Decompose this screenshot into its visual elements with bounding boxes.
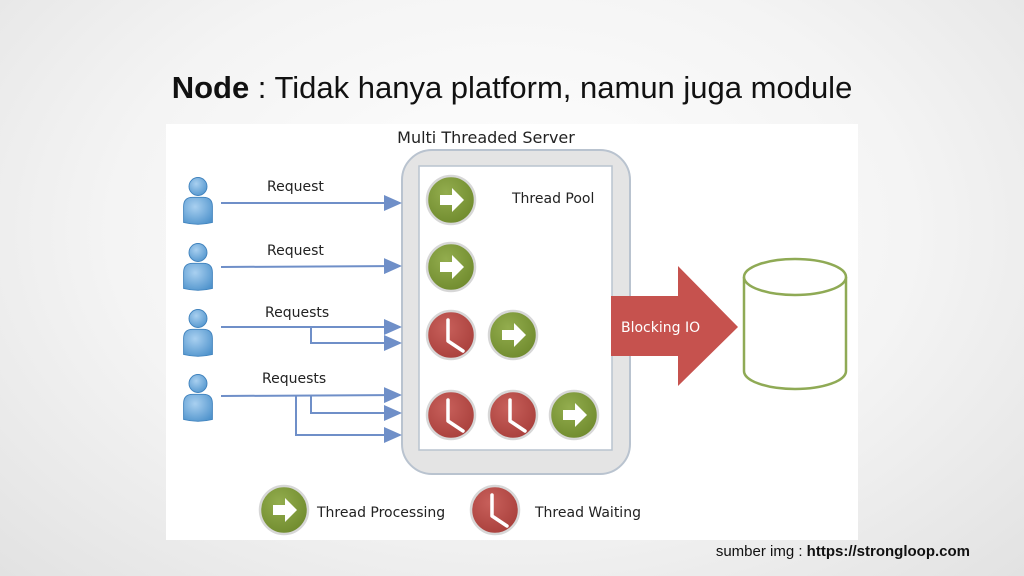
legend-waiting-label: Thread Waiting	[534, 505, 641, 521]
thread-waiting-icon	[425, 389, 477, 441]
source-credit: sumber img : https://strongloop.com	[716, 543, 970, 560]
request-label: Request	[267, 243, 324, 259]
thread-processing-icon	[548, 389, 600, 441]
server-title: Multi Threaded Server	[397, 128, 575, 147]
diagram: Multi Threaded Server Thread Pool	[166, 124, 858, 540]
blocking-io-label: Blocking IO	[621, 320, 700, 336]
source-label: sumber img :	[715, 543, 807, 560]
legend-waiting-icon	[469, 484, 521, 536]
thread-waiting-icon	[487, 389, 539, 441]
user-icon	[183, 177, 213, 225]
legend-processing-label: Thread Processing	[316, 505, 445, 521]
thread-processing-icon	[425, 174, 477, 226]
slide-title-rest: : Tidak hanya platform, namun juga modul…	[249, 70, 853, 105]
request-label: Requests	[265, 305, 329, 321]
thread-processing-icon	[425, 241, 477, 293]
legend-processing-icon	[258, 484, 310, 536]
request-label: Request	[267, 179, 324, 195]
request-label: Requests	[262, 371, 326, 387]
source-link[interactable]: https://strongloop.com	[806, 543, 970, 560]
request-lines	[220, 195, 402, 443]
user-icon	[183, 309, 213, 357]
thread-pool-label: Thread Pool	[511, 191, 594, 207]
slide-title: Node : Tidak hanya platform, namun juga …	[0, 70, 1024, 106]
slide-title-bold: Node	[171, 70, 250, 105]
database-icon	[742, 257, 848, 391]
user-icon	[183, 374, 213, 422]
thread-waiting-icon	[425, 309, 477, 361]
blocking-io-arrow	[611, 266, 738, 386]
thread-processing-icon	[487, 309, 539, 361]
user-icon	[183, 243, 213, 291]
